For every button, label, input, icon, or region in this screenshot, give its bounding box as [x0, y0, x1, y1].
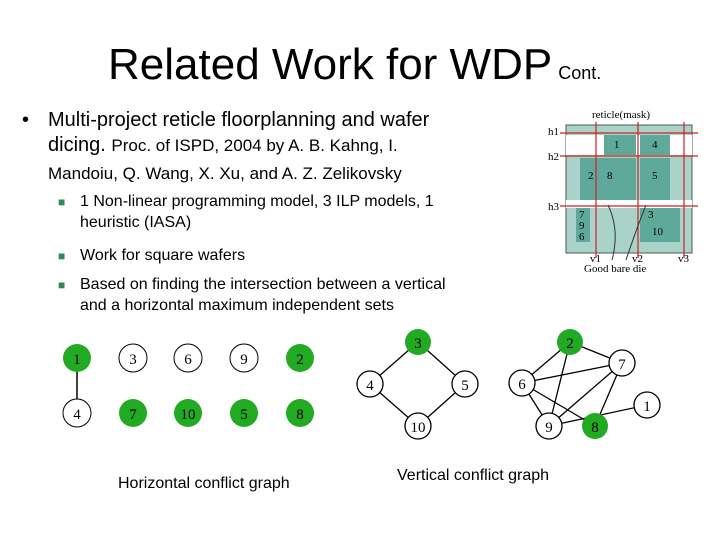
svg-text:2: 2: [566, 336, 574, 352]
svg-text:6: 6: [579, 231, 585, 243]
horizontal-conflict-graph: 1 3 6 9 2 4 7 10 5 8: [62, 343, 314, 428]
node-h-8: 8: [286, 399, 314, 427]
reticle-label: reticle(mask): [592, 109, 650, 121]
svg-text:2: 2: [296, 352, 304, 368]
svg-text:9: 9: [545, 420, 553, 436]
title-suffix: Cont.: [558, 63, 602, 83]
node-h-9: 9: [229, 343, 259, 373]
svg-text:3: 3: [129, 352, 137, 368]
svg-text:4: 4: [652, 139, 658, 151]
title-main: Related Work for WDP: [108, 40, 553, 89]
horizontal-graph-caption: Horizontal conflict graph: [118, 475, 290, 492]
svg-text:10: 10: [411, 420, 426, 436]
node-v-2: 2: [557, 329, 583, 355]
bullet-marker: •: [22, 109, 30, 131]
svg-text:10: 10: [652, 226, 664, 238]
node-v-1: 1: [633, 391, 661, 419]
node-h-3: 3: [118, 343, 148, 373]
bullet-line-2: dicing. Proc. of ISPD, 2004 by A. B. Kah…: [48, 133, 548, 158]
svg-text:v2: v2: [632, 253, 643, 265]
svg-text:h3: h3: [548, 201, 560, 213]
sub-bullet-2-line1: Work for square wafers: [80, 247, 246, 264]
svg-text:7: 7: [129, 407, 137, 423]
svg-text:h1: h1: [548, 126, 559, 138]
node-v-5: 5: [451, 370, 479, 398]
node-h-6: 6: [173, 343, 203, 373]
svg-text:3: 3: [648, 209, 654, 221]
svg-text:1: 1: [614, 139, 620, 151]
node-v-3: 3: [405, 329, 431, 355]
node-h-10: 10: [174, 399, 202, 427]
svg-text:1: 1: [643, 399, 651, 415]
svg-text:2: 2: [588, 170, 594, 182]
node-v-4: 4: [356, 370, 384, 398]
svg-text:3: 3: [414, 336, 422, 352]
svg-text:10: 10: [181, 407, 196, 423]
node-v-8: 8: [582, 413, 608, 439]
svg-text:9: 9: [579, 220, 585, 232]
svg-text:8: 8: [296, 407, 304, 423]
svg-text:7: 7: [618, 357, 626, 373]
reticle-frame: [565, 124, 693, 254]
svg-text:Good bare die: Good bare die: [584, 263, 646, 275]
bullet-line-1: Multi-project reticle floorplanning and …: [48, 109, 430, 131]
svg-text:9: 9: [240, 352, 248, 368]
svg-text:5: 5: [240, 407, 248, 423]
svg-text:5: 5: [461, 378, 469, 394]
reticle-figure: reticle(mask) 1 4 2 8 5 7 9 6 3 10 h1 h2…: [548, 109, 698, 275]
svg-text:h2: h2: [548, 151, 559, 163]
node-h-2: 2: [286, 344, 314, 372]
svg-text:1: 1: [73, 352, 81, 368]
node-h-1: 1: [63, 344, 91, 372]
svg-text:8: 8: [607, 170, 613, 182]
bullet-line-2-main: dicing.: [48, 134, 106, 156]
node-v-10: 10: [404, 412, 432, 440]
node-v-6: 6: [508, 369, 536, 397]
svg-text:6: 6: [184, 352, 192, 368]
svg-text:7: 7: [579, 209, 585, 221]
svg-text:6: 6: [518, 377, 526, 393]
svg-text:5: 5: [652, 170, 658, 182]
node-h-4: 4: [62, 398, 92, 428]
sub-bullet-1-line2: heuristic (IASA): [80, 214, 192, 231]
vertical-conflict-graph: 3 4 5 10 2 7 6 1 9 8: [356, 329, 661, 440]
node-v-9: 9: [535, 412, 563, 440]
svg-text:8: 8: [591, 420, 599, 436]
bullet-line-3: Mandoiu, Q. Wang, X. Xu, and A. Z. Zelik…: [48, 164, 402, 183]
svg-text:v1: v1: [590, 253, 601, 265]
sub-bullet-3-line1: Based on finding the intersection betwee…: [80, 276, 446, 293]
sub-bullet-3-line2: and a horizontal maximum independent set…: [80, 297, 394, 314]
node-h-7: 7: [119, 399, 147, 427]
vertical-graph-caption: Vertical conflict graph: [397, 467, 550, 484]
svg-text:4: 4: [366, 378, 374, 394]
svg-text:4: 4: [73, 407, 81, 423]
sub-bullet-1-line1: 1 Non-linear programming model, 3 ILP mo…: [80, 193, 434, 210]
node-v-7: 7: [608, 349, 636, 377]
svg-text:v3: v3: [678, 253, 690, 265]
node-h-5: 5: [230, 399, 258, 427]
bullet-line-2-rest: Proc. of ISPD, 2004 by A. B. Kahng, I.: [111, 136, 398, 155]
